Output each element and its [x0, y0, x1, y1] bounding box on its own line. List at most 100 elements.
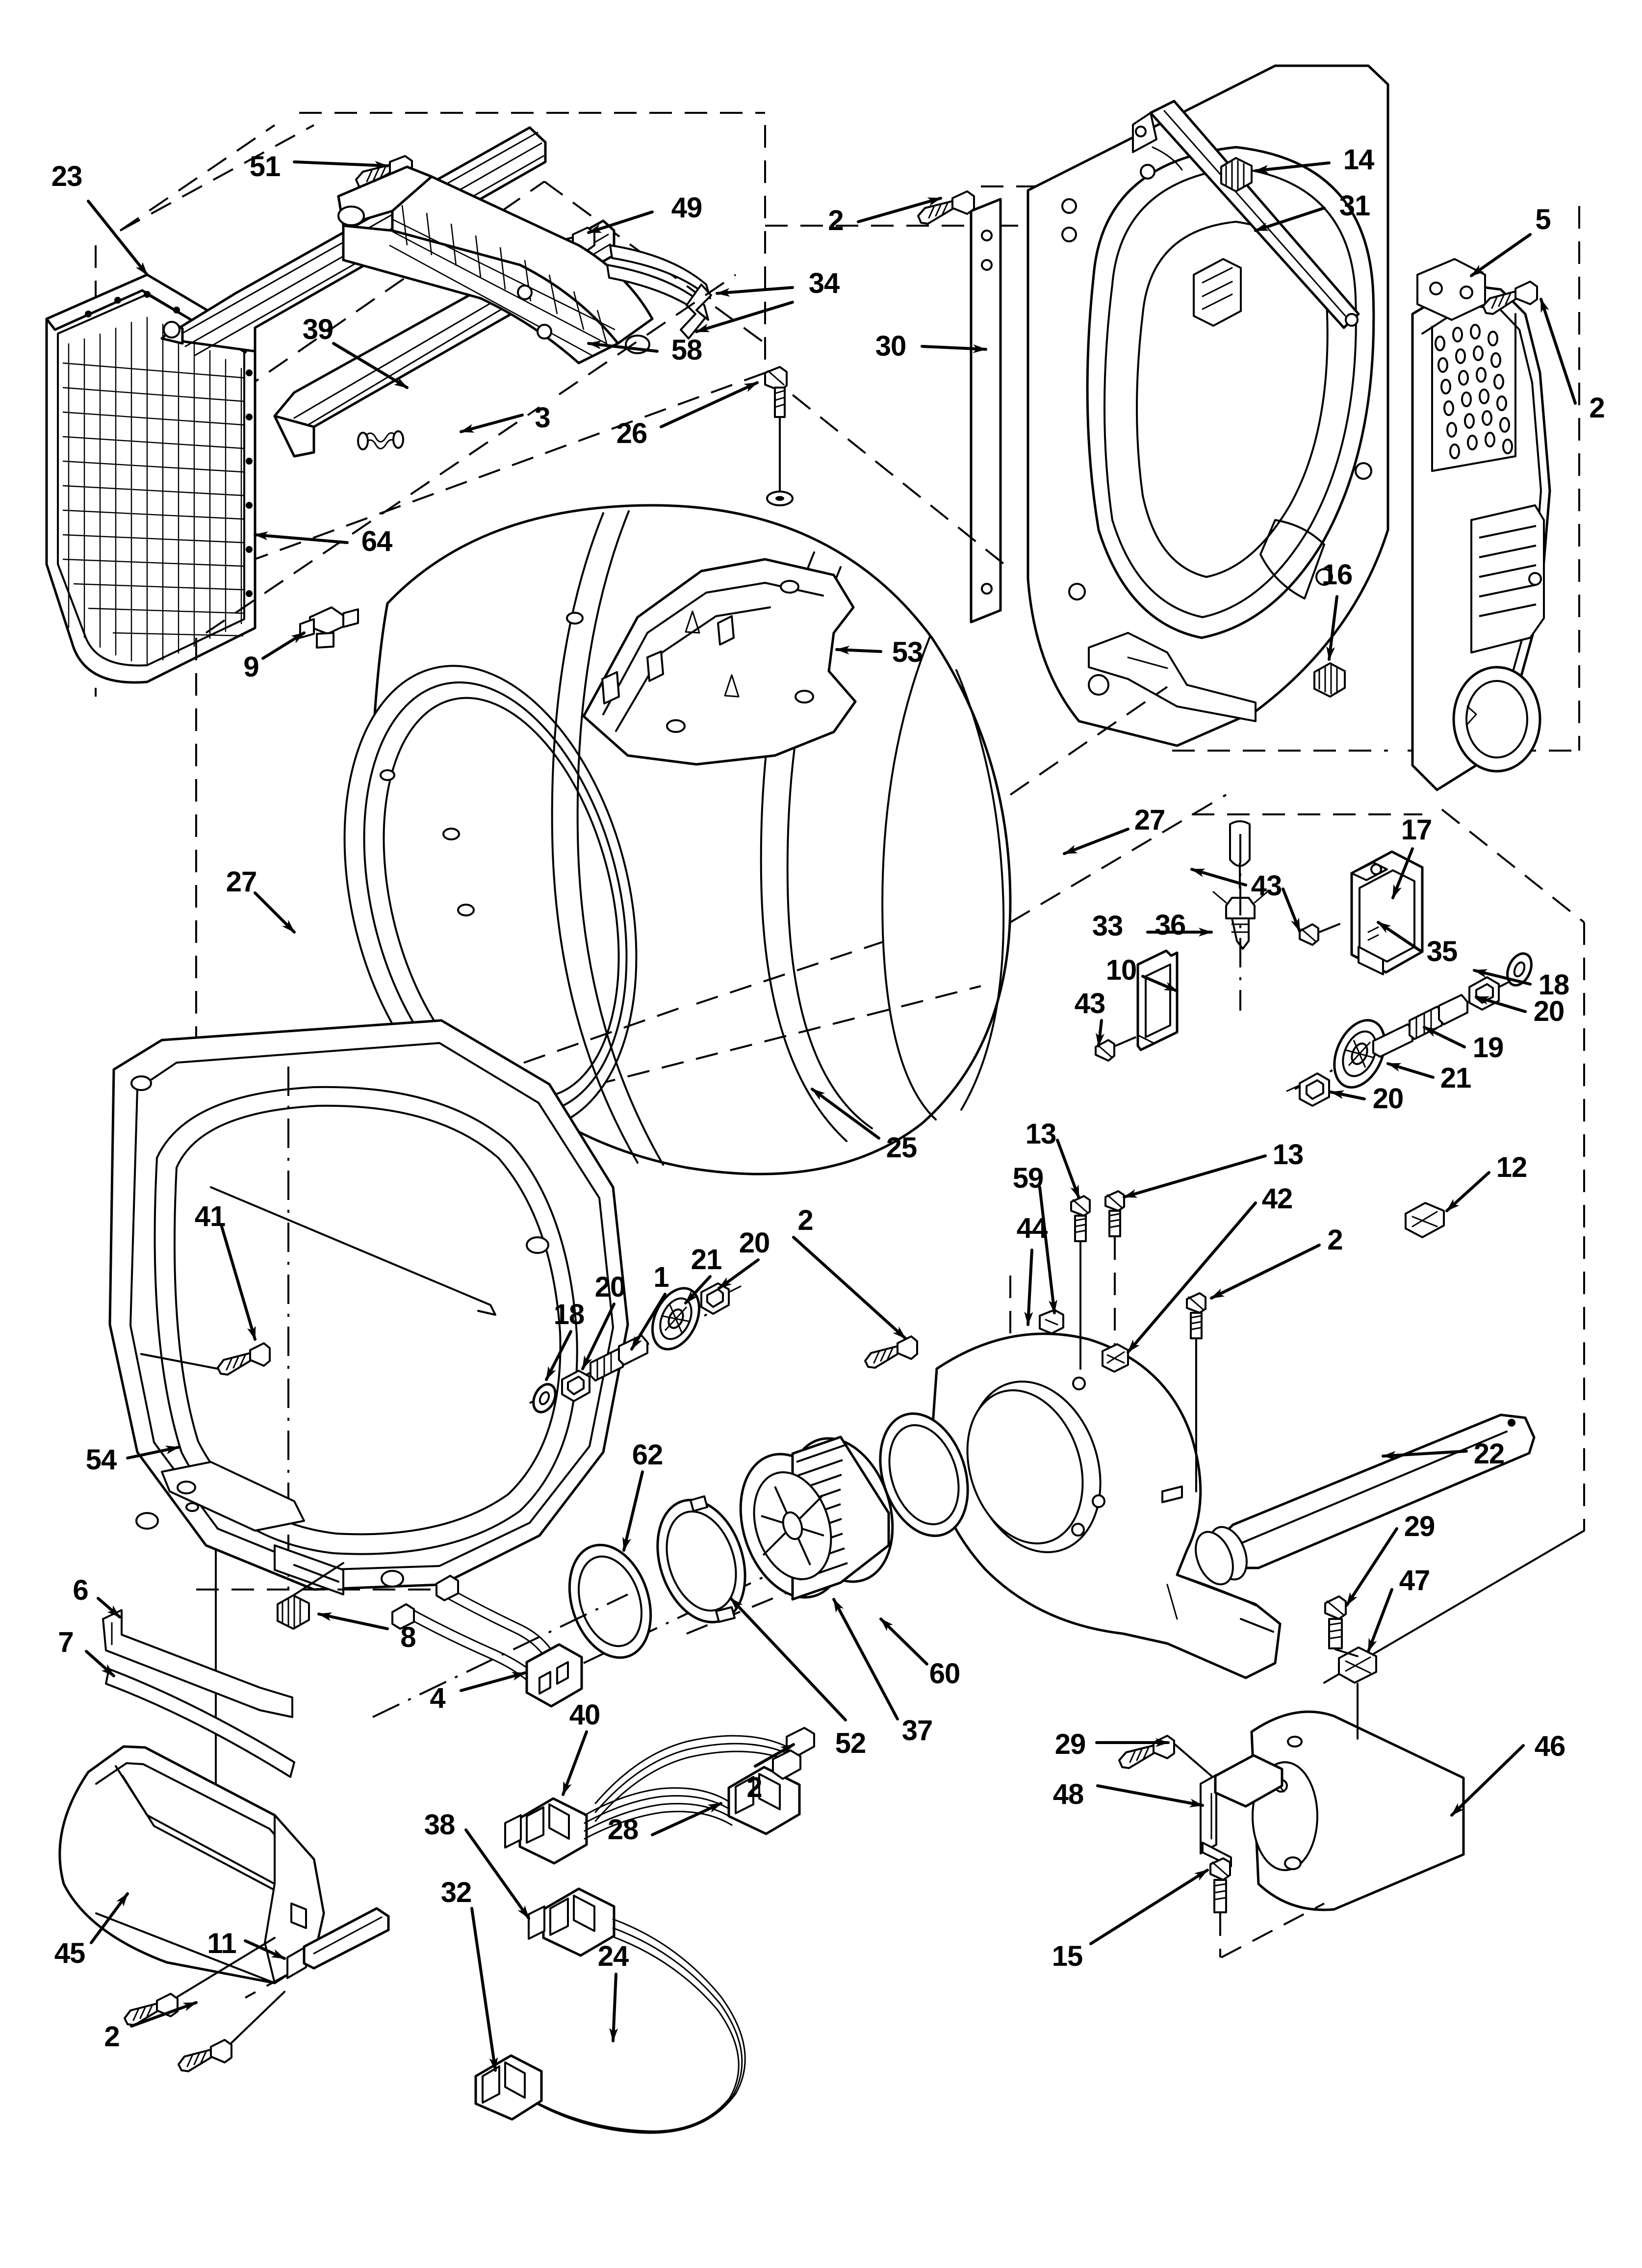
- callout-number-24: 24: [597, 1940, 629, 1972]
- callout-number-39: 39: [302, 313, 334, 345]
- nut-16: [1313, 662, 1346, 698]
- callout-number-18: 18: [553, 1299, 585, 1330]
- drum-25: [343, 504, 1012, 1175]
- idler-assembly: [1286, 952, 1533, 1107]
- rear-bulkhead-plate: [1026, 64, 1389, 747]
- callout-number-21: 21: [1440, 1062, 1472, 1094]
- blower-fasteners: [1039, 1190, 1445, 1492]
- callout-number-38: 38: [424, 1809, 456, 1841]
- callout-number-12: 12: [1496, 1151, 1528, 1183]
- callout-number-44: 44: [1016, 1212, 1048, 1244]
- callout-number-47: 47: [1399, 1564, 1431, 1596]
- plate-10: [1136, 949, 1179, 1051]
- callout-number-36: 36: [1155, 909, 1186, 941]
- screw-15: [1209, 1857, 1325, 1958]
- callout-number-13: 13: [1272, 1139, 1304, 1171]
- spring-part: [357, 430, 404, 450]
- gasket-34: [606, 244, 712, 339]
- callout-number-16: 16: [1321, 559, 1353, 591]
- bracket-30: [970, 198, 1002, 624]
- callout-number-7: 7: [58, 1626, 74, 1658]
- callout-number-25: 25: [886, 1132, 918, 1164]
- callout-number-42: 42: [1261, 1183, 1293, 1215]
- gasket-ring-62: [568, 1543, 652, 1659]
- screw-41: [140, 1342, 271, 1376]
- callout-number-6: 6: [73, 1574, 88, 1606]
- callout-number-4: 4: [430, 1682, 445, 1714]
- chute-45: [58, 1745, 325, 1984]
- callout-number-2: 2: [746, 1772, 762, 1803]
- callout-number-51: 51: [249, 151, 281, 182]
- callout-number-35: 35: [1426, 936, 1458, 967]
- callout-number-17: 17: [1401, 814, 1433, 846]
- callout-number-2: 2: [1327, 1224, 1343, 1256]
- screw-2-strip: [178, 1991, 285, 2072]
- callout-number-2: 2: [1589, 392, 1605, 424]
- nut-8: [277, 1562, 344, 1630]
- callout-number-37: 37: [901, 1715, 933, 1747]
- callout-number-20: 20: [1372, 1083, 1404, 1115]
- callout-number-43: 43: [1251, 870, 1283, 902]
- strip-11: [245, 1907, 390, 1999]
- harness-40: [504, 1787, 733, 1865]
- callout-number-26: 26: [616, 417, 648, 449]
- callout-number-9: 9: [243, 651, 259, 683]
- callout-number-30: 30: [875, 330, 907, 362]
- drum-group-25: [195, 274, 1168, 1188]
- callout-number-20: 20: [594, 1271, 626, 1303]
- callout-number-62: 62: [632, 1439, 664, 1471]
- callout-number-31: 31: [1339, 190, 1371, 222]
- callout-number-40: 40: [569, 1699, 601, 1731]
- callout-number-3: 3: [535, 402, 550, 434]
- callout-number-19: 19: [1472, 1032, 1504, 1064]
- screw-2-blower: [864, 1335, 918, 1369]
- callout-number-48: 48: [1052, 1778, 1084, 1810]
- harness-group: [391, 1575, 815, 2134]
- heater-group: [1118, 1236, 1585, 1958]
- screw-26: [764, 366, 794, 506]
- callout-number-11: 11: [207, 1928, 236, 1959]
- callout-number-27: 27: [226, 866, 257, 898]
- callout-number-29: 29: [1054, 1728, 1086, 1760]
- screw-2-top: [917, 190, 975, 225]
- grille-58-23: [337, 165, 654, 365]
- bushing-36: [1212, 834, 1268, 1011]
- callout-number-59: 59: [1012, 1162, 1044, 1194]
- heater-46: [1250, 1710, 1465, 1911]
- callout-number-1: 1: [653, 1261, 669, 1293]
- callout-number-21: 21: [691, 1244, 722, 1276]
- callout-number-41: 41: [194, 1200, 226, 1232]
- front-bulkhead-54: [108, 1019, 629, 1595]
- callout-number-54: 54: [85, 1444, 117, 1476]
- screw-2-right: [1482, 281, 1538, 315]
- bracket-48: [1200, 1754, 1283, 1867]
- blower-wheel-60: [739, 1435, 894, 1601]
- harness-28: [594, 1727, 815, 1835]
- brace-31: [1132, 100, 1360, 329]
- harness-4: [391, 1575, 583, 1708]
- callout-number-46: 46: [1534, 1730, 1566, 1762]
- callout-number-22: 22: [1473, 1438, 1505, 1470]
- callout-number-28: 28: [607, 1814, 639, 1846]
- callout-number-20: 20: [1533, 995, 1565, 1027]
- callout-number-53: 53: [892, 636, 924, 668]
- ring-37: [879, 1412, 969, 1537]
- callout-number-49: 49: [671, 192, 703, 224]
- rear-bulkhead-group: [765, 64, 1580, 791]
- callout-number-64: 64: [361, 525, 393, 557]
- harness-32: [474, 2054, 543, 2121]
- screw-29-upper: [1324, 1595, 1359, 1657]
- front-bulkhead-group: [108, 941, 918, 1630]
- bracket-6: [102, 1609, 293, 1718]
- clip-47: [1338, 1646, 1377, 1740]
- callout-number-20: 20: [739, 1227, 770, 1259]
- callout-leader-lines: [85, 160, 1577, 2072]
- screw-43-right: [1299, 915, 1359, 946]
- ring-52: [656, 1495, 746, 1623]
- callout-number-2: 2: [797, 1204, 813, 1236]
- seal-strip-7: [105, 1668, 295, 1778]
- callout-number-2: 2: [104, 2021, 120, 2053]
- callout-number-15: 15: [1052, 1940, 1083, 1972]
